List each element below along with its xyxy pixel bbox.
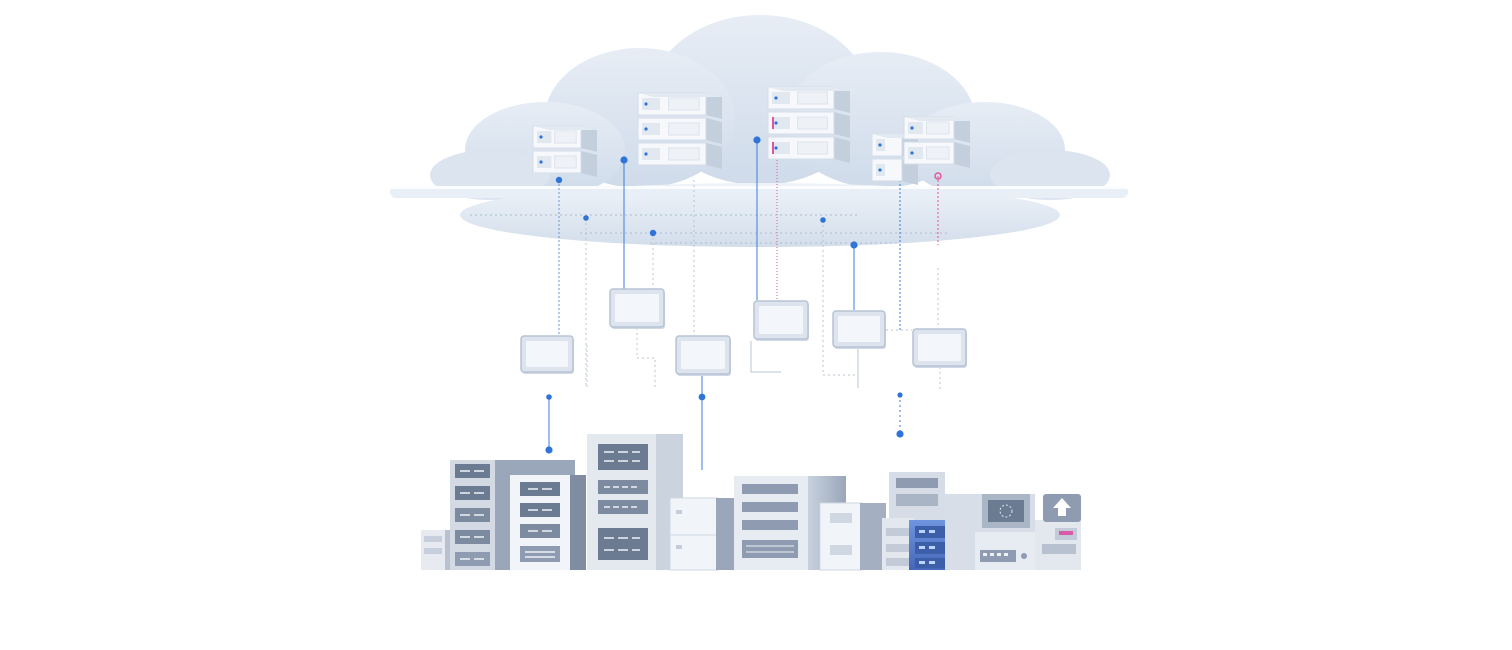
- data-center-icon: [421, 434, 1081, 571]
- network-node: [675, 335, 731, 376]
- server-stack: [637, 92, 722, 169]
- server-stack: [532, 125, 597, 177]
- network-node: [609, 288, 665, 329]
- network-node-icon: [520, 288, 967, 376]
- network-node: [832, 310, 886, 349]
- network-node: [912, 328, 967, 368]
- cloud-network-lines: [470, 214, 950, 244]
- server-rack-icon: [532, 86, 970, 185]
- connection-dots: [545, 136, 942, 454]
- upload-arrow-icon: [1043, 494, 1081, 522]
- server-stack: [767, 86, 850, 163]
- network-node: [520, 335, 574, 374]
- connector-lines: [548, 140, 941, 470]
- network-node: [753, 300, 809, 341]
- server-stack: [903, 116, 970, 168]
- cloud-icon: [390, 15, 1128, 247]
